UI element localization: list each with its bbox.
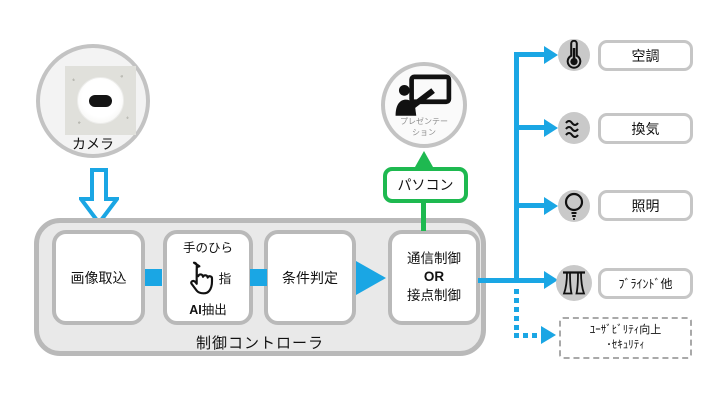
down-arrow-icon <box>79 168 119 226</box>
branch-arrow-2-icon <box>544 119 558 137</box>
step-condition-judge: 条件判定 <box>264 230 356 325</box>
contact-control-label: 接点制御 <box>407 287 461 303</box>
blinds-icon <box>562 271 586 295</box>
ventilation-waves-icon <box>565 120 579 138</box>
step-image-capture: 画像取込 <box>52 230 145 325</box>
palm-label: 手のひら <box>182 241 233 255</box>
branch-line-3 <box>516 203 546 208</box>
branch-line-1 <box>516 52 546 57</box>
step-control-output: 通信制御 OR 接点制御 <box>388 230 480 325</box>
step-image-capture-label: 画像取込 <box>70 269 127 286</box>
label-lighting: 照明 <box>598 190 693 221</box>
dotted-line-vertical <box>514 289 519 335</box>
connector-square-2 <box>250 269 267 286</box>
thermometer-icon <box>566 40 582 69</box>
lightbulb-icon <box>564 192 584 220</box>
branch-arrow-1-icon <box>544 46 558 64</box>
branch-trunk-line <box>514 52 519 283</box>
comm-control-label: 通信制御 <box>407 251 461 267</box>
label-ventilation: 換気 <box>598 113 693 144</box>
ventilation-device <box>558 112 590 144</box>
controller-label: 制御コントローラ <box>195 335 324 352</box>
step-condition-judge-label: 条件判定 <box>282 269 338 286</box>
ventilation-label: 換気 <box>631 120 660 137</box>
green-up-arrow-icon <box>415 151 433 167</box>
connector-square-1 <box>145 269 162 286</box>
branch-arrow-4-icon <box>544 271 558 289</box>
blinds-label: ﾌﾞﾗｲﾝﾄﾞ他 <box>618 277 673 291</box>
camera-label: カメラ <box>72 136 114 152</box>
extract-label: 抽出 <box>201 303 227 317</box>
dotted-arrow-icon <box>541 326 556 344</box>
aircon-label: 空調 <box>631 47 660 64</box>
lighting-label: 照明 <box>631 197 660 214</box>
usability-note-line1: ﾕｰｻﾞﾋﾞﾘﾃｨ向上 <box>589 324 662 337</box>
presentation-label-line1: プレゼンテー <box>400 117 448 126</box>
lighting-device <box>558 190 590 222</box>
blinds-device <box>556 265 592 301</box>
presentation-label: プレゼンテー ション <box>381 117 467 139</box>
presentation-label-line2: ション <box>412 127 436 137</box>
pointing-hand-icon <box>189 261 213 294</box>
or-label: OR <box>423 269 445 285</box>
dotted-line-horizontal <box>514 333 542 338</box>
flow-arrow-icon <box>356 261 386 295</box>
main-output-line <box>478 278 546 283</box>
label-aircon: 空調 <box>598 40 693 71</box>
presentation-node <box>381 62 467 148</box>
green-connector-line <box>421 202 426 231</box>
usability-note: ﾕｰｻﾞﾋﾞﾘﾃｨ向上 ･ｾｷｭﾘﾃｨ <box>559 317 692 359</box>
finger-label: 指 <box>218 272 232 286</box>
branch-line-2 <box>516 125 546 130</box>
camera-lens <box>89 95 112 107</box>
step-hand-detection: 手のひら 指 AI抽出 <box>163 230 253 325</box>
step-control-output-label: 通信制御 OR 接点制御 <box>407 250 461 305</box>
branch-arrow-3-icon <box>544 197 558 215</box>
pc-label: パソコン <box>397 177 454 193</box>
aircon-device <box>558 39 590 71</box>
ai-extract-label: AI抽出 <box>189 299 227 318</box>
ai-label: AI <box>189 303 202 317</box>
pc-node: パソコン <box>383 167 468 203</box>
presenter-whiteboard-icon <box>395 74 452 116</box>
usability-note-line2: ･ｾｷｭﾘﾃｨ <box>606 339 645 351</box>
label-blinds: ﾌﾞﾗｲﾝﾄﾞ他 <box>598 268 693 299</box>
